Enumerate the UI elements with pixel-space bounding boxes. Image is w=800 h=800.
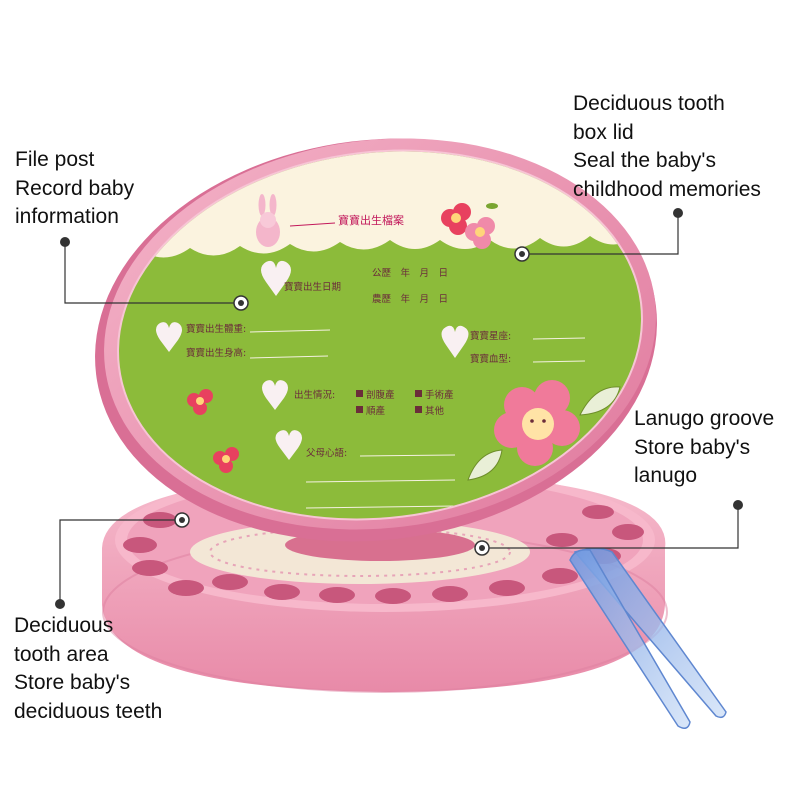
callout-target-inner <box>479 545 485 551</box>
callout-line: File post <box>15 148 95 171</box>
card-birth-status: 出生情況: <box>294 389 335 401</box>
callout-line: Seal the baby's <box>573 149 716 172</box>
callout-dot <box>55 599 65 609</box>
card-zodiac: 寶寶星座: <box>470 330 511 342</box>
callout-target-inner <box>238 300 244 306</box>
callout-target-inner <box>519 251 525 257</box>
leaf-decorations <box>467 386 621 481</box>
callout-tooth-area: Deciduous tooth area Store baby's decidu… <box>14 612 162 726</box>
callout-line: Store baby's <box>634 435 751 459</box>
card-parents-words: 父母心語: <box>306 447 347 459</box>
callout-line: childhood memories <box>573 177 761 201</box>
card-birth-height: 寶寶出生身高: <box>186 347 246 359</box>
callout-dot <box>733 500 743 510</box>
callout-target-inner <box>179 517 185 523</box>
card-option-1: 剖腹產 <box>366 389 395 401</box>
card-option-2: 手術產 <box>425 389 454 401</box>
card-option-3: 順產 <box>366 405 386 417</box>
card-blood-type: 寶寶血型: <box>470 353 511 365</box>
callout-line: deciduous teeth <box>14 699 163 723</box>
callout-lanugo: Lanugo groove Store baby's lanugo <box>634 405 774 491</box>
callout-line: Record baby <box>15 176 135 200</box>
callout-dots <box>55 208 743 609</box>
card-birth-date: 寶寶出生日期 <box>284 281 341 293</box>
callout-dot <box>673 208 683 218</box>
callout-file-post: File post Record baby information <box>15 146 134 232</box>
big-flower <box>494 380 580 466</box>
tweezers <box>569 547 727 729</box>
callout-line: Lanugo groove <box>634 407 775 430</box>
small-flowers <box>187 389 239 473</box>
card-fields: 寶寶出生檔案 公歷 年 月 日 農歷 年 月 日 寶寶出生日期 寶寶出生體重: … <box>186 213 586 509</box>
card-title: 寶寶出生檔案 <box>338 213 404 227</box>
callout-lines <box>59 213 739 604</box>
callout-line: lanugo <box>634 464 698 487</box>
callout-line: tooth area <box>14 642 109 666</box>
callout-line: information <box>15 205 119 228</box>
card-option-4: 其他 <box>425 405 445 417</box>
callout-lid: Deciduous tooth box lid Seal the baby's … <box>573 90 761 204</box>
callout-dot <box>60 237 70 247</box>
callout-line: Deciduous <box>14 614 114 637</box>
card-gregorian: 公歷 年 月 日 <box>372 267 448 279</box>
card-lunar: 農歷 年 月 日 <box>372 293 448 305</box>
card-birth-weight: 寶寶出生體重: <box>186 323 246 335</box>
tooth-holes <box>123 505 644 604</box>
bunny-illustration <box>256 194 280 247</box>
callout-line: Deciduous tooth <box>573 92 725 115</box>
callout-line: box lid <box>573 120 634 144</box>
lanugo-groove <box>190 520 530 584</box>
flower-decoration <box>441 203 498 249</box>
callout-line: Store baby's <box>14 671 131 694</box>
heart-decorations <box>156 260 469 460</box>
